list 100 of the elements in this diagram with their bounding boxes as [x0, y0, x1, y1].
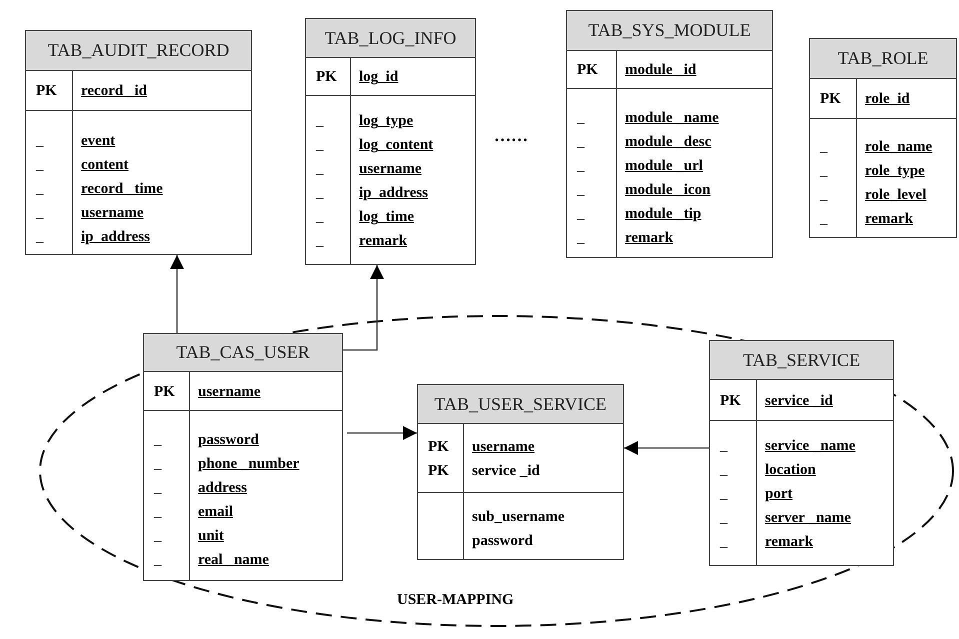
field-name: password	[198, 431, 259, 450]
field-name: event	[81, 132, 116, 151]
row-marker: _	[316, 232, 324, 251]
field-name: real _name	[198, 551, 269, 570]
field-name: module _desc	[625, 133, 712, 152]
field-name: unit	[198, 527, 224, 546]
field-name: username	[472, 438, 534, 456]
row-marker: _	[720, 461, 728, 480]
field-name: remark	[625, 229, 674, 248]
group-label: USER-MAPPING	[397, 592, 514, 609]
table-title: TAB_ROLE	[838, 48, 928, 69]
table-title: TAB_CAS_USER	[176, 342, 310, 363]
row-marker: _	[36, 204, 44, 223]
field-name: role_id	[865, 90, 910, 109]
table-title: TAB_SYS_MODULE	[588, 20, 751, 41]
row-marker: _	[316, 184, 324, 203]
table-box	[25, 30, 252, 255]
key-label: PK	[316, 68, 337, 87]
table-box	[709, 340, 894, 566]
field-name: record _time	[81, 180, 163, 199]
field-name: server _name	[765, 509, 851, 528]
field-name: module _name	[625, 109, 719, 128]
table-box	[417, 384, 624, 560]
row-marker: _	[820, 210, 828, 229]
table-title: TAB_USER_SERVICE	[434, 394, 607, 414]
ellipsis-text: ……	[494, 126, 528, 146]
key-label: PK	[428, 462, 449, 480]
field-name: log_id	[359, 68, 398, 87]
arrow	[343, 265, 384, 351]
field-name: remark	[359, 232, 408, 251]
row-marker: _	[720, 509, 728, 528]
row-marker: _	[577, 205, 584, 224]
field-name: username	[359, 160, 422, 179]
row-marker: _	[154, 527, 162, 546]
row-marker: _	[720, 437, 728, 456]
row-marker: _	[720, 533, 728, 552]
field-name: role_name	[865, 138, 932, 157]
field-name: ip_address	[81, 228, 150, 247]
field-name: module _icon	[625, 181, 710, 200]
field-name: port	[765, 485, 792, 504]
field-name: password	[472, 532, 533, 551]
key-label: PK	[428, 438, 449, 456]
table-title: TAB_SERVICE	[742, 350, 860, 370]
key-label: PK	[820, 90, 841, 109]
arrow	[624, 441, 709, 455]
field-name: username	[81, 204, 144, 223]
field-name: location	[765, 461, 816, 480]
row-marker: _	[316, 160, 324, 179]
arrow	[347, 426, 417, 440]
field-name: remark	[765, 533, 814, 552]
row-marker: _	[316, 136, 324, 155]
field-name: log_time	[359, 208, 414, 227]
field-name: role_type	[865, 162, 925, 181]
row-marker: _	[577, 157, 584, 176]
row-marker: _	[820, 138, 828, 157]
field-name: remark	[865, 210, 914, 229]
field-name: module _id	[625, 61, 696, 80]
row-marker: _	[316, 112, 324, 131]
field-name: email	[198, 503, 233, 522]
key-label: PK	[154, 382, 175, 402]
row-marker: _	[820, 186, 828, 205]
field-name: username	[198, 382, 260, 402]
field-name: log_content	[359, 136, 434, 155]
table-box	[305, 18, 476, 265]
table-box	[809, 38, 957, 238]
field-name: module _tip	[625, 205, 702, 224]
row-marker: _	[36, 156, 44, 175]
arrow	[170, 255, 184, 333]
key-label: PK	[36, 82, 57, 101]
row-marker: _	[154, 551, 162, 570]
table-box	[566, 10, 773, 258]
row-marker: _	[820, 162, 828, 181]
field-name: record _id	[81, 82, 147, 101]
row-marker: _	[577, 229, 584, 248]
row-marker: _	[577, 109, 584, 128]
field-name: ip_address	[359, 184, 428, 203]
field-name: log_type	[359, 112, 414, 131]
table-title: TAB_LOG_INFO	[324, 28, 456, 48]
row-marker: _	[577, 181, 584, 200]
field-name: sub_username	[472, 508, 565, 527]
table-title: TAB_AUDIT_RECORD	[48, 40, 230, 61]
row-marker: _	[36, 228, 44, 247]
table-box	[143, 333, 343, 581]
field-name: phone _number	[198, 455, 300, 474]
field-name: module _url	[625, 157, 703, 176]
row-marker: _	[154, 455, 162, 474]
row-marker: _	[720, 485, 728, 504]
row-marker: _	[36, 132, 44, 151]
field-name: role_level	[865, 186, 926, 205]
field-name: service _id	[472, 462, 540, 480]
row-marker: _	[154, 503, 162, 522]
field-name: content	[81, 156, 128, 175]
row-marker: _	[154, 431, 162, 450]
row-marker: _	[36, 180, 44, 199]
key-label: PK	[577, 61, 598, 80]
row-marker: _	[154, 479, 162, 498]
row-marker: _	[577, 133, 584, 152]
field-name: service _name	[765, 437, 856, 456]
field-name: address	[198, 479, 247, 498]
field-name: service _id	[765, 392, 833, 410]
